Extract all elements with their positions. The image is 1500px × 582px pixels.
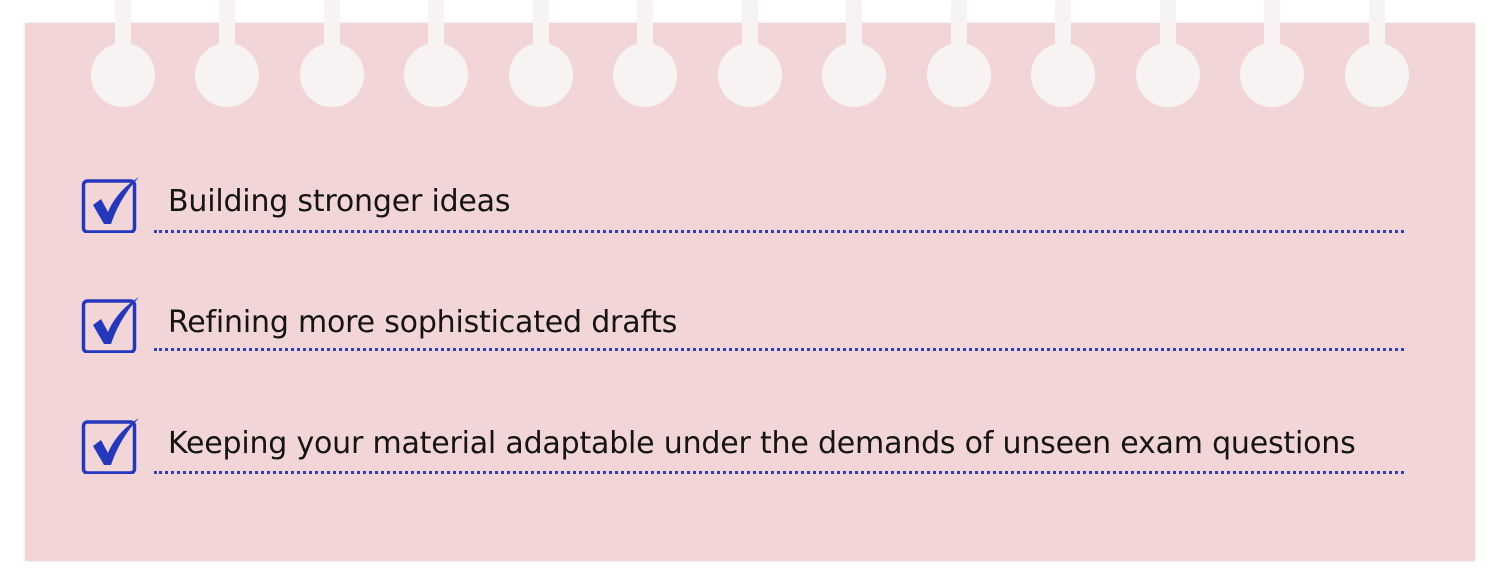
binding-ring [822, 0, 886, 110]
binding-ring [509, 0, 573, 110]
checked-box-icon[interactable] [81, 175, 139, 233]
binding-ring [927, 0, 991, 110]
checklist-item: Keeping your material adaptable under th… [0, 414, 1500, 484]
item-label: Refining more sophisticated drafts [168, 305, 678, 340]
checklist-item: Refining more sophisticated drafts [0, 293, 1500, 363]
checked-box-icon[interactable] [81, 416, 139, 474]
item-label: Keeping your material adaptable under th… [168, 426, 1356, 461]
binding-ring [91, 0, 155, 110]
spiral-binding [0, 0, 1500, 110]
checklist-item: Building stronger ideas [0, 173, 1500, 243]
binding-ring [1240, 0, 1304, 110]
dotted-rule [154, 348, 1404, 351]
item-label: Building stronger ideas [168, 184, 511, 219]
binding-ring [404, 0, 468, 110]
dotted-rule [154, 230, 1404, 233]
binding-ring [1345, 0, 1409, 110]
binding-ring [1136, 0, 1200, 110]
binding-ring [300, 0, 364, 110]
checked-box-icon[interactable] [81, 295, 139, 353]
binding-ring [195, 0, 259, 110]
binding-ring [718, 0, 782, 110]
binding-ring [613, 0, 677, 110]
dotted-rule [154, 471, 1404, 474]
binding-ring [1031, 0, 1095, 110]
